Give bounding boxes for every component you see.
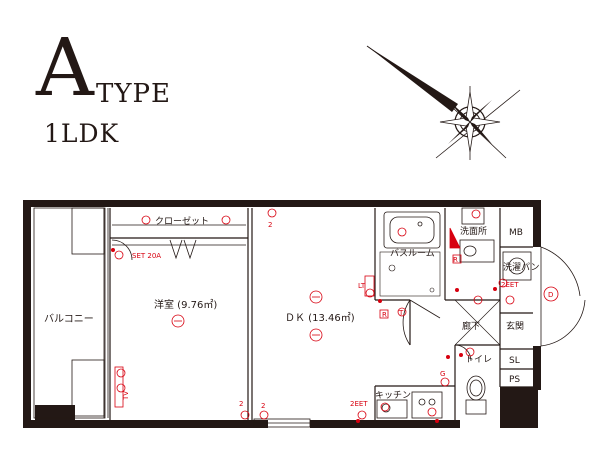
laundry-label: 洗濯パン: [503, 261, 539, 273]
dk-label: ＤＫ (13.46㎡): [285, 312, 355, 324]
type-letter: A: [36, 21, 94, 114]
lt-label: LT: [358, 282, 366, 290]
svg-text:D: D: [548, 291, 553, 299]
mb-label: MB: [509, 228, 523, 238]
door-swings: [111, 239, 586, 362]
kitchen-label: キッチン: [375, 390, 411, 401]
hallway-storage: [454, 299, 501, 346]
balcony-area: [33, 207, 109, 419]
eet-label-2: 2EET: [501, 281, 519, 289]
type-word: TYPE: [96, 79, 171, 109]
hallway-label: 廊下: [462, 320, 480, 332]
toilet-label: トイレ: [465, 355, 492, 365]
electrical-dots: [111, 248, 497, 423]
outlet-count-3: 2: [261, 402, 265, 410]
kitchen-sink-icon: [376, 391, 443, 419]
bathtub-icon: [383, 211, 441, 249]
western-room-label: 洋室 (9.76㎡): [154, 298, 217, 311]
r-label-2: R: [453, 256, 458, 264]
balcony-label: バルコニー: [44, 313, 94, 325]
shower-area: [379, 251, 441, 297]
outlet-icons: [114, 208, 508, 420]
closet-doors: [112, 224, 246, 260]
outer-walls: [23, 200, 541, 428]
bathroom-label: バスルーム: [390, 248, 435, 259]
outlet-count: 2: [268, 221, 272, 229]
compass-icon: [366, 45, 521, 160]
closet-label: クローゼット: [155, 215, 209, 227]
ps-label: PS: [509, 375, 520, 385]
eet-label: 2EET: [350, 400, 368, 408]
washroom-label: 洗面所: [460, 225, 487, 237]
dk-window: [253, 418, 311, 428]
laundry-pan-icon: [502, 251, 532, 281]
layout-label: 1LDK: [44, 119, 120, 148]
sl-label: SL: [509, 356, 520, 366]
g-label: G: [440, 370, 445, 378]
r-label: R: [382, 311, 387, 319]
panel-icons: [114, 227, 462, 408]
interior-walls: [109, 208, 533, 420]
set-label: SET 20A: [132, 252, 161, 260]
t-label: T: [398, 309, 404, 317]
tv-lan-label: TV: [122, 391, 130, 401]
ceiling-light-icons: [141, 215, 515, 412]
entrance-label: 玄関: [506, 320, 524, 332]
door-marker: D: [543, 286, 559, 302]
toilet-icon: [465, 375, 487, 415]
outlet-count-2: 2: [239, 400, 243, 408]
washbasin-icon: [459, 207, 495, 263]
